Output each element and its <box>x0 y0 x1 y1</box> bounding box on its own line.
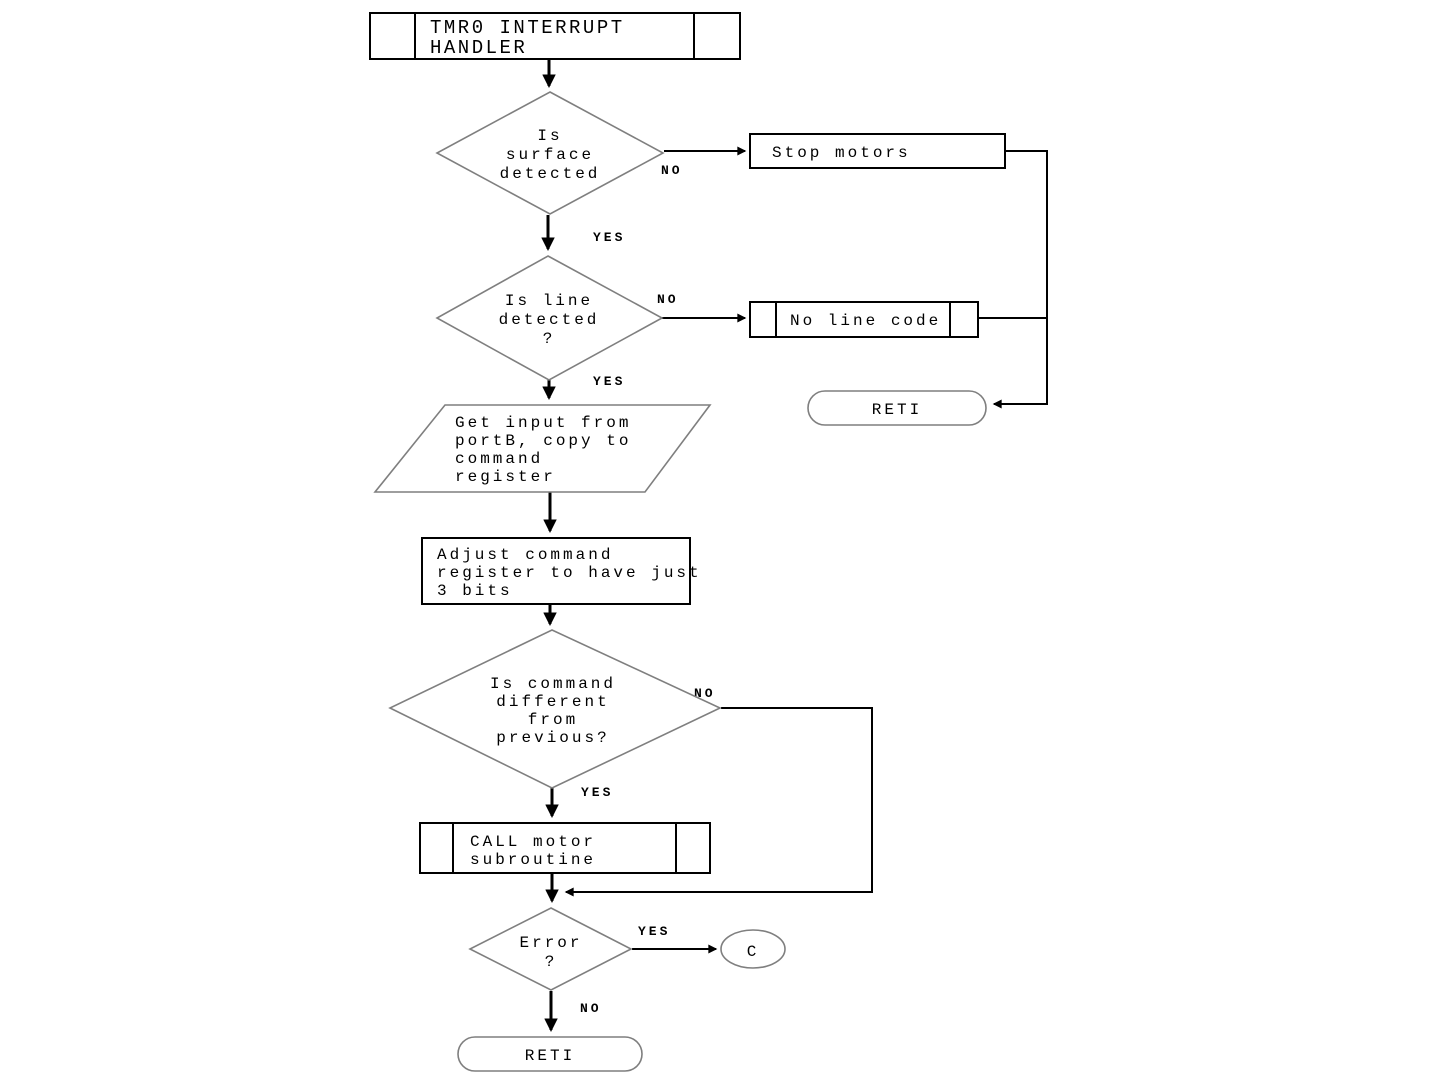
command-decision-line1: Is command <box>490 675 616 693</box>
command-decision-line3: from <box>528 711 578 729</box>
start-text-line1: TMR0 INTERRUPT <box>430 17 625 39</box>
edge-label-line-no: NO <box>657 292 679 307</box>
line-decision-line1: Is line <box>505 292 593 310</box>
node-command-decision: Is command different from previous? <box>388 629 722 789</box>
edge-label-command-no: NO <box>694 686 716 701</box>
get-input-line1: Get input from <box>455 414 631 432</box>
line-decision-line3: ? <box>543 330 556 348</box>
reti-top-text: RETI <box>872 401 922 419</box>
get-input-line3: command <box>455 450 543 468</box>
node-connector-c: C <box>720 929 786 969</box>
get-input-line2: portB, copy to <box>455 432 631 450</box>
call-motor-line1: CALL motor <box>470 833 596 851</box>
error-decision-line1: Error <box>519 934 582 952</box>
error-decision-shape <box>468 907 633 991</box>
surface-decision-line3: detected <box>500 165 601 183</box>
edge-label-line-yes: YES <box>593 374 625 389</box>
reti-bottom-shape <box>457 1036 643 1072</box>
node-adjust-command: Adjust command register to have just 3 b… <box>421 537 702 605</box>
command-decision-line2: different <box>496 693 609 711</box>
reti-bottom-text: RETI <box>525 1047 575 1065</box>
call-motor-shape <box>419 822 711 874</box>
edge-command-no-bypass <box>564 707 873 897</box>
adjust-command-shape <box>421 537 691 605</box>
edge-label-surface-no: NO <box>661 163 683 178</box>
command-decision-line4: previous? <box>496 729 609 747</box>
node-reti-bottom: RETI <box>457 1036 643 1072</box>
start-text-line2: HANDLER <box>430 37 527 59</box>
start-box-shape <box>369 12 741 60</box>
error-decision-line2: ? <box>545 953 558 971</box>
node-no-line-code: No line code <box>749 301 979 338</box>
edge-label-surface-yes: YES <box>593 230 625 245</box>
line-decision-line2: detected <box>499 311 600 329</box>
get-input-shape <box>373 404 712 493</box>
node-error-decision: Error ? <box>468 907 633 991</box>
edge-labels: NO YES NO YES NO YES YES NO <box>580 163 716 1016</box>
command-decision-shape <box>388 629 722 789</box>
adjust-command-line2: register to have just <box>437 564 702 582</box>
node-line-decision: Is line detected ? <box>435 255 664 381</box>
reti-top-shape <box>807 390 987 426</box>
connector-c-text: C <box>747 943 760 961</box>
node-stop-motors: Stop motors <box>749 133 1006 169</box>
node-start: TMR0 INTERRUPT HANDLER <box>369 12 741 60</box>
adjust-command-line3: 3 bits <box>437 582 513 600</box>
edge-label-error-yes: YES <box>638 924 670 939</box>
surface-decision-shape <box>435 91 665 215</box>
no-line-code-text: No line code <box>790 312 941 330</box>
node-reti-top: RETI <box>807 390 987 426</box>
surface-decision-line2: surface <box>506 146 594 164</box>
edge-label-error-no: NO <box>580 1001 602 1016</box>
line-decision-shape <box>435 255 664 381</box>
stop-motors-shape <box>749 133 1006 169</box>
node-get-input: Get input from portB, copy to command re… <box>373 404 712 493</box>
call-motor-line2: subroutine <box>470 851 596 869</box>
surface-decision-line1: Is <box>537 127 562 145</box>
no-line-code-shape <box>749 301 979 338</box>
get-input-line4: register <box>455 468 556 486</box>
node-call-motor: CALL motor subroutine <box>419 822 711 874</box>
connectors <box>541 60 1048 1033</box>
node-surface-decision: Is surface detected <box>435 91 665 215</box>
adjust-command-line1: Adjust command <box>437 546 613 564</box>
stop-motors-text: Stop motors <box>772 144 911 162</box>
connector-c-shape <box>720 929 786 969</box>
edge-label-command-yes: YES <box>581 785 613 800</box>
edge-stop-motors-to-reti <box>992 150 1048 409</box>
